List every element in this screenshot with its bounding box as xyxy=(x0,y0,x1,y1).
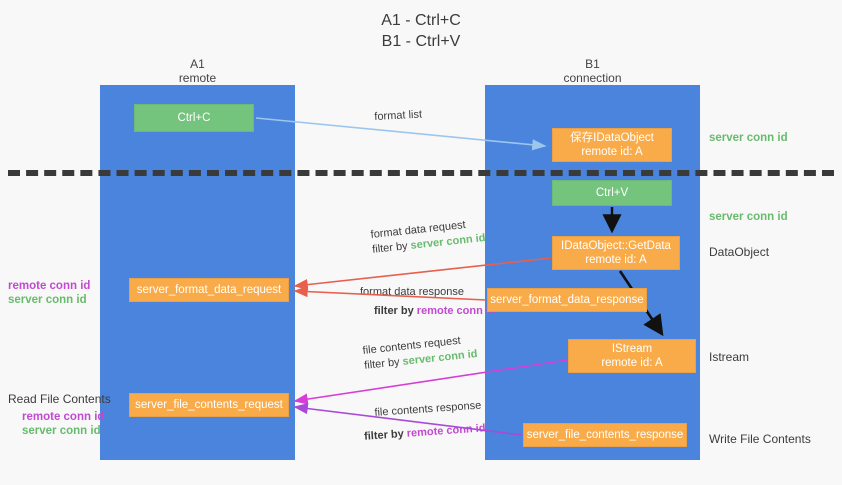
column-b1-name: B1 xyxy=(585,57,600,71)
node-idataobject-getdata-remote-id: remote id: A xyxy=(585,254,647,266)
node-idataobject-getdata-label: IDataObject::GetData xyxy=(561,240,671,252)
filter-by-prefix: filter by xyxy=(363,427,408,443)
edge-label-file-contents-response: file contents response filter by remote … xyxy=(364,398,486,444)
annotation-remote-conn-id: remote conn id xyxy=(22,411,105,423)
node-save-idataobject[interactable]: 保存IDataObject remote id: A xyxy=(552,128,672,162)
node-ctrl-c[interactable]: Ctrl+C xyxy=(134,104,254,132)
annotation-read-file-contents-group: Read File Contents remote conn id server… xyxy=(8,392,111,438)
filter-value-remote-conn-id: remote conn id xyxy=(406,422,486,440)
node-server-file-contents-request-label: server_file_contents_request xyxy=(135,399,283,411)
column-a1-sub: remote xyxy=(178,71,217,85)
annotation-remote-conn-id: remote conn id xyxy=(8,280,91,292)
annotation-server-conn-id: server conn id xyxy=(8,294,87,306)
column-b1-sub: connection xyxy=(563,71,622,85)
node-istream-label: IStream xyxy=(611,343,653,355)
column-header-a1: A1 remote xyxy=(100,57,295,85)
node-save-idataobject-remote-id: remote id: A xyxy=(581,146,643,158)
annotation-read-file-contents: Read File Contents xyxy=(8,392,111,406)
node-server-format-data-response-label: server_format_data_response xyxy=(490,294,644,306)
edge-label-format-data-response-filter: filter by remote conn id xyxy=(360,300,496,319)
annotation-server-conn-id-second: server conn id xyxy=(709,211,788,223)
node-istream-remote-id: remote id: A xyxy=(601,357,663,369)
node-server-file-contents-response[interactable]: server_file_contents_response xyxy=(523,423,687,447)
node-ctrl-c-label: Ctrl+C xyxy=(177,112,211,124)
node-ctrl-v-label: Ctrl+V xyxy=(595,187,629,199)
edge-label-format-list-text: format list xyxy=(374,108,423,123)
filter-by-prefix: filter by xyxy=(363,355,404,372)
node-istream[interactable]: IStream remote id: A xyxy=(568,339,696,373)
filter-by-prefix: filter by xyxy=(374,305,417,317)
annotation-server-conn-id-top: server conn id xyxy=(709,132,788,144)
annotation-server-conn-id: server conn id xyxy=(22,425,101,437)
node-save-idataobject-label: 保存IDataObject xyxy=(570,132,654,144)
title-line-1: A1 - Ctrl+C xyxy=(381,12,461,29)
annotation-conn-ids-middle: remote conn id server conn id xyxy=(8,279,90,307)
node-server-format-data-request-label: server_format_data_request xyxy=(136,284,282,296)
node-server-format-data-request[interactable]: server_format_data_request xyxy=(129,278,289,302)
node-idataobject-getdata[interactable]: IDataObject::GetData remote id: A xyxy=(552,236,680,270)
column-a1-name: A1 xyxy=(190,57,205,71)
node-server-format-data-response[interactable]: server_format_data_response xyxy=(487,288,647,312)
filter-value-remote-conn-id: remote conn id xyxy=(416,305,496,317)
node-server-file-contents-request[interactable]: server_file_contents_request xyxy=(129,393,289,417)
edge-label-file-contents-request: file contents request filter by server c… xyxy=(362,332,478,374)
edge-label-format-data-response: format data response filter by remote co… xyxy=(360,285,496,319)
annotation-istream: Istream xyxy=(709,350,750,364)
edge-label-format-data-request: format data request filter by server con… xyxy=(370,216,486,258)
annotation-dataobject: DataObject xyxy=(709,245,770,259)
page-title: A1 - Ctrl+C B1 - Ctrl+V xyxy=(0,10,842,52)
node-ctrl-v[interactable]: Ctrl+V xyxy=(552,180,672,206)
column-header-b1: B1 connection xyxy=(485,57,700,85)
phase-divider xyxy=(8,170,834,176)
annotation-write-file-contents: Write File Contents xyxy=(709,432,811,446)
title-line-2: B1 - Ctrl+V xyxy=(381,33,461,50)
edge-label-format-data-response-text: format data response xyxy=(360,286,464,298)
filter-by-prefix: filter by xyxy=(371,239,412,256)
node-server-file-contents-response-label: server_file_contents_response xyxy=(526,429,684,441)
edge-label-format-list: format list xyxy=(374,108,422,125)
